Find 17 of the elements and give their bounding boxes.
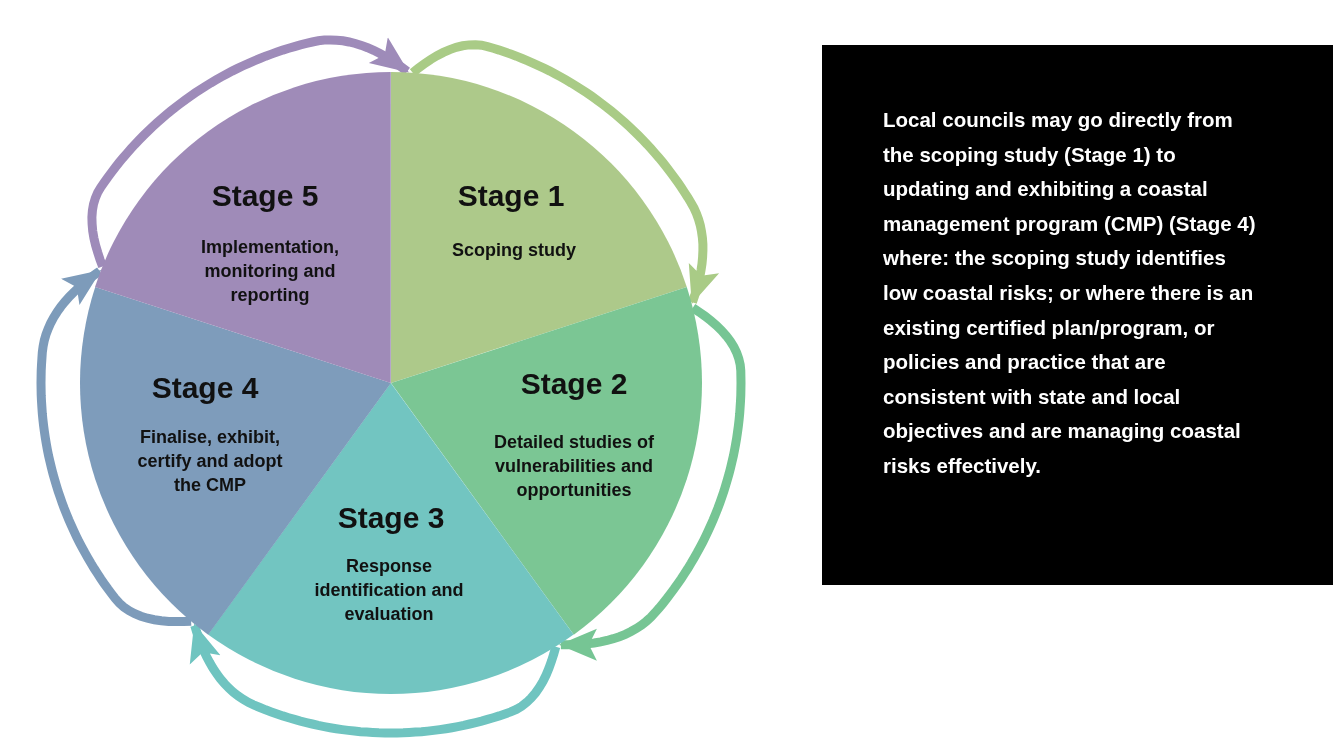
stage-description: Detailed studies of vulnerabilities and opportunities: [493, 431, 655, 502]
stage-description: Implementation, monitoring and reporting: [199, 236, 340, 307]
stage-description: Finalise, exhibit, certify and adopt the CMP: [136, 426, 284, 497]
stage-title: Stage 5: [211, 179, 319, 213]
stage-description: Scoping study: [451, 239, 577, 262]
cycle-arrow: [189, 623, 561, 738]
stage-title: Stage 3: [337, 501, 445, 535]
cycle-arrow: [409, 40, 720, 305]
cycle-arrow: [36, 267, 192, 627]
stage-title: Stage 2: [520, 367, 628, 401]
note-text: Local councils may go directly from the scoping study (Stage 1) to updating and exhibiting a coastal management program (CMP) (Stage 4) where: the scoping study identifies low coastal risks; or where there is an existing certified plan/program, or policies and practice that are consistent with state and local objectives and are managing coastal risks effectively.: [883, 107, 1257, 479]
cycle-arrow: [558, 304, 746, 661]
note-panel: [822, 45, 1333, 585]
stage-description: Response identification and evaluation: [313, 555, 465, 626]
stage-title: Stage 1: [457, 179, 565, 213]
stage-title: Stage 4: [151, 371, 259, 405]
cycle-arrow: [87, 35, 410, 269]
